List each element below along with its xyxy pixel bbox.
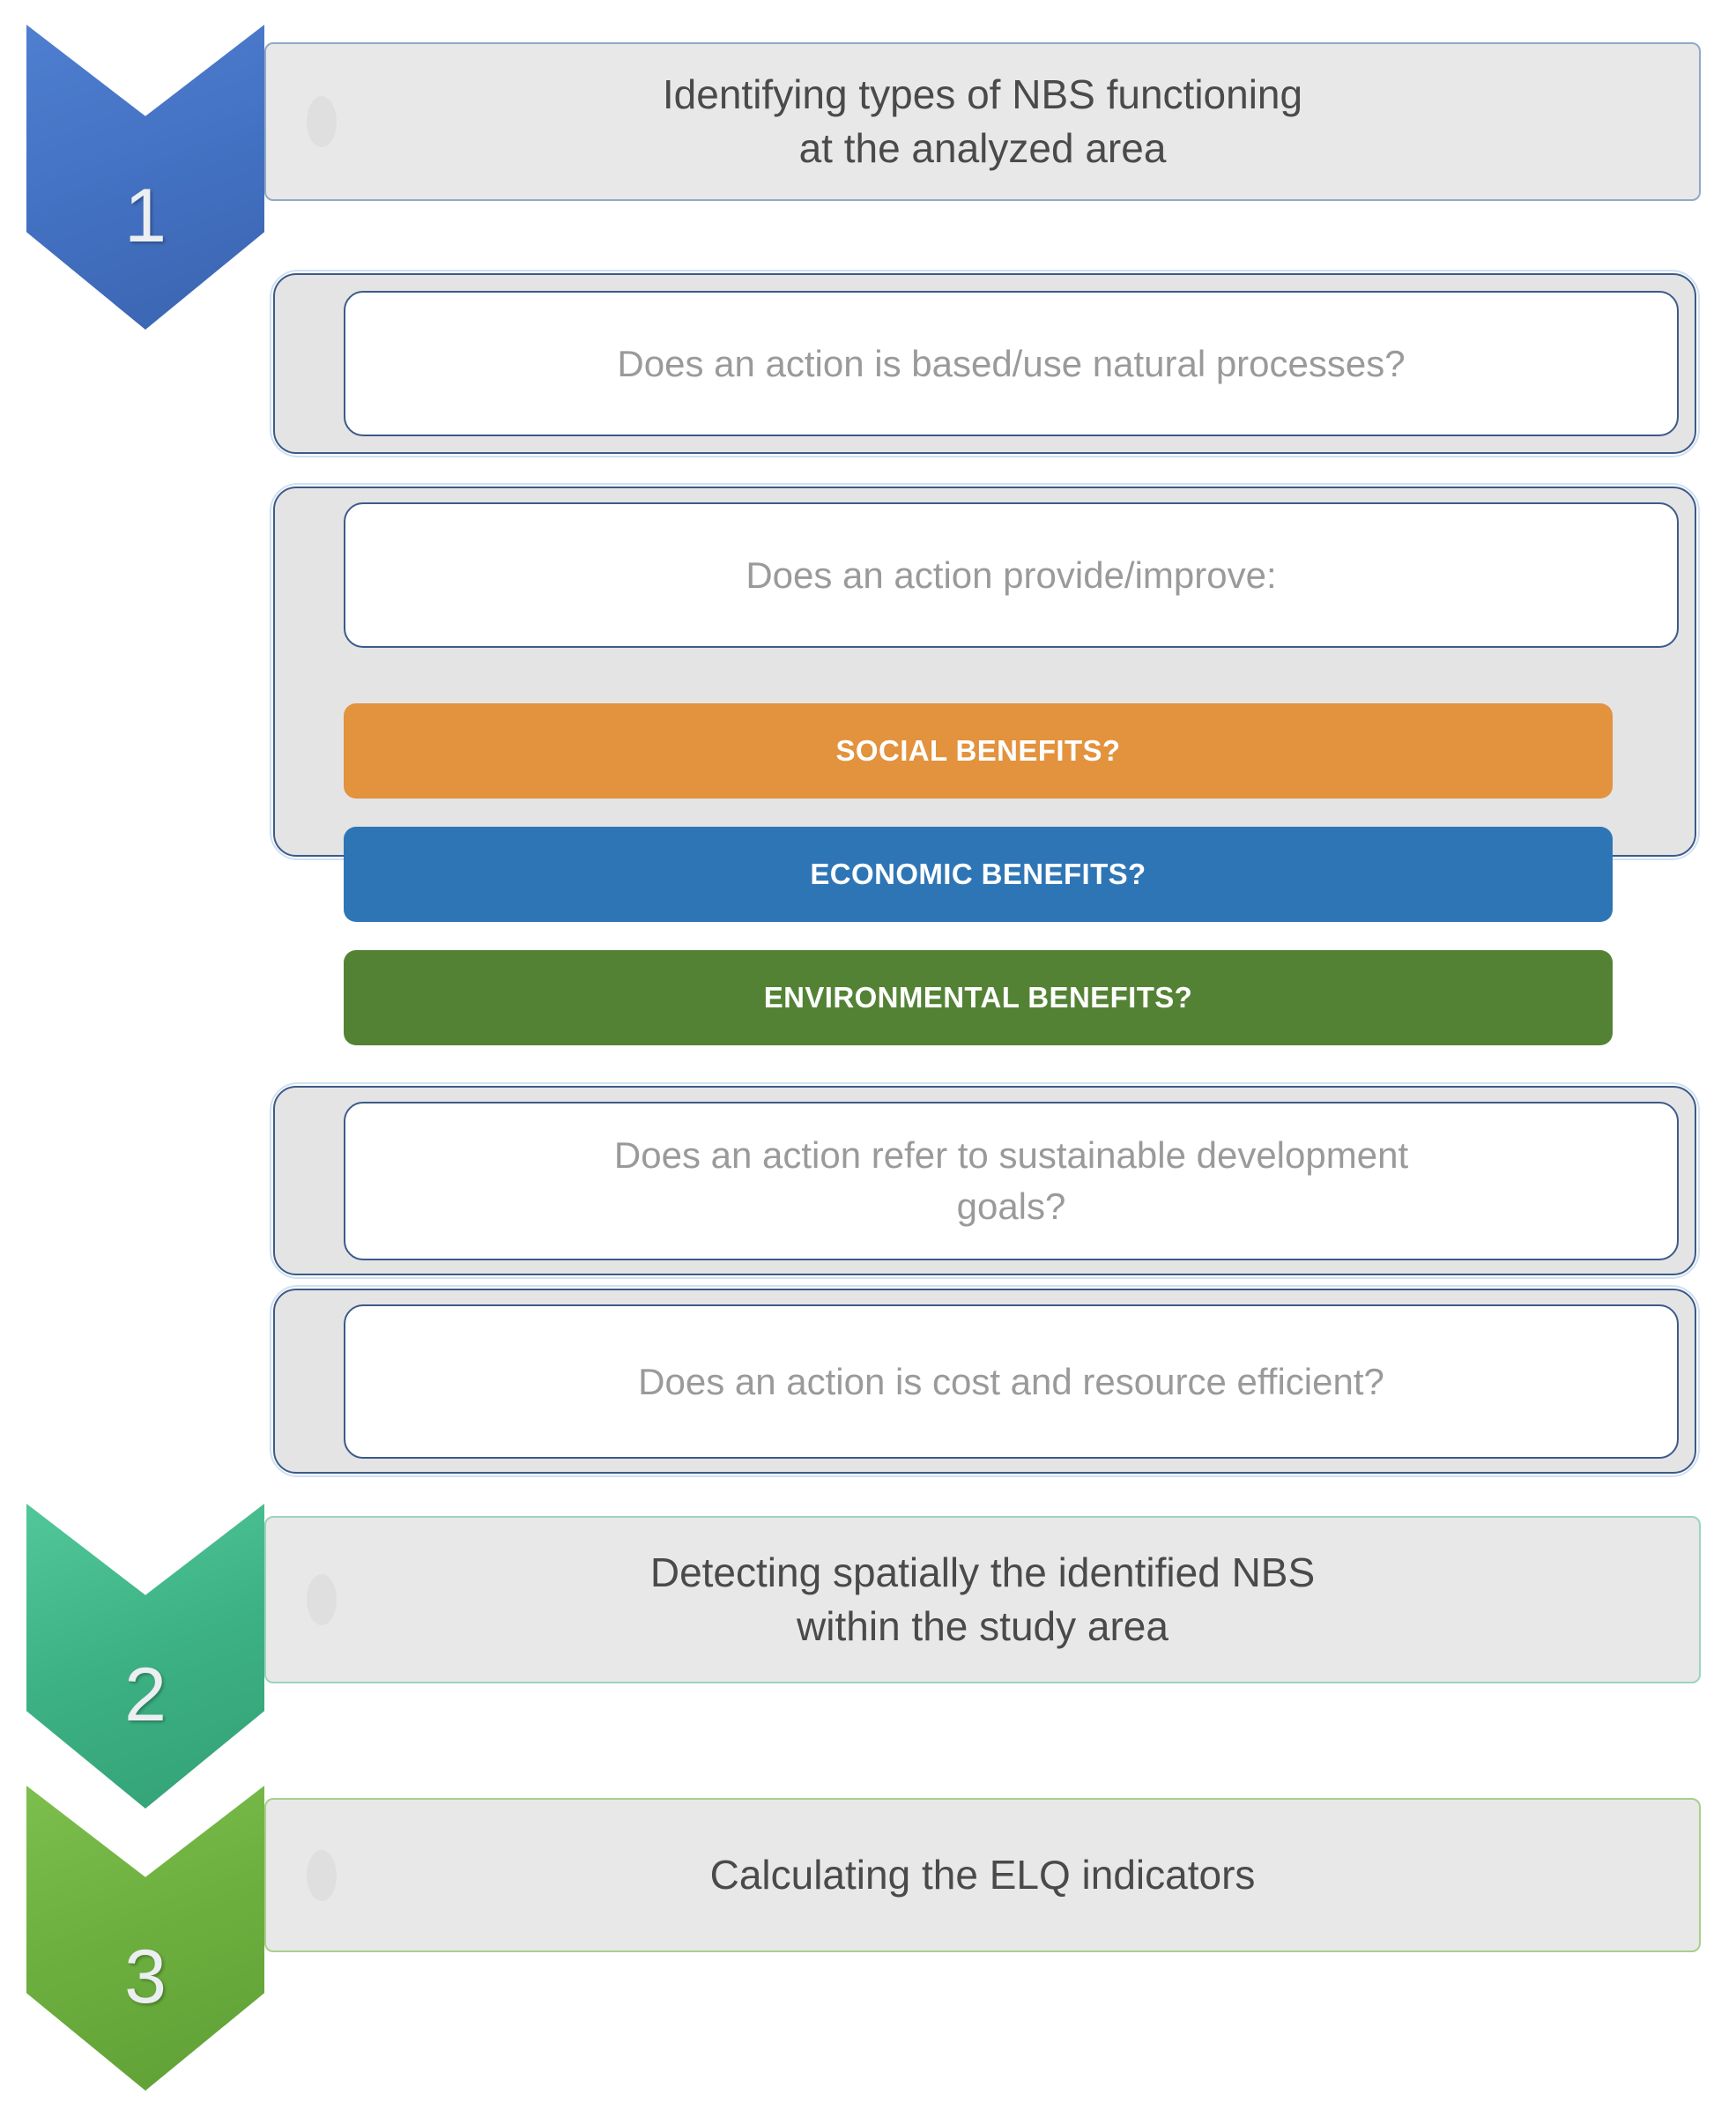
question-group-1: Does an action is based/use natural proc… — [270, 270, 1700, 457]
question-4-text: Does an action is cost and resource effi… — [638, 1360, 1384, 1402]
step-2-banner: Detecting spatially the identified NBS w… — [264, 1516, 1701, 1683]
banner-ellipse-decoration — [307, 96, 337, 147]
step-1-chevron-down-icon: 1 — [26, 25, 264, 330]
step-2-chevron-down-icon: 2 — [26, 1504, 264, 1809]
question-1-text: Does an action is based/use natural proc… — [617, 342, 1406, 384]
question-2-text: Does an action provide/improve: — [746, 554, 1277, 596]
question-group-2: Does an action provide/improve: — [270, 483, 1700, 860]
step-3-number: 3 — [124, 1935, 167, 2019]
question-group-3: Does an action refer to sustainable deve… — [270, 1082, 1700, 1279]
step-1-banner-text: Identifying types of NBS functioning at … — [662, 71, 1303, 171]
question-card-4: Does an action is cost and resource effi… — [344, 1304, 1679, 1459]
question-group-4: Does an action is cost and resource effi… — [270, 1285, 1700, 1477]
step-3-banner-text: Calculating the ELQ indicators — [709, 1852, 1256, 1898]
step-1-banner: Identifying types of NBS functioning at … — [264, 42, 1701, 201]
banner-ellipse-decoration — [307, 1850, 337, 1901]
step-2-banner-text: Detecting spatially the identified NBS w… — [649, 1549, 1316, 1649]
question-card-1: Does an action is based/use natural proc… — [344, 291, 1679, 436]
environmental-benefits-bar[interactable]: ENVIRONMENTAL BENEFITS? — [344, 950, 1613, 1045]
environmental-benefits-label: ENVIRONMENTAL BENEFITS? — [763, 981, 1193, 1014]
social-benefits-bar[interactable]: SOCIAL BENEFITS? — [344, 703, 1613, 799]
question-card-3: Does an action refer to sustainable deve… — [344, 1102, 1679, 1260]
step-3-chevron-down-icon: 3 — [26, 1786, 264, 2091]
economic-benefits-bar[interactable]: ECONOMIC BENEFITS? — [344, 827, 1613, 922]
step-1-number: 1 — [124, 174, 167, 258]
economic-benefits-label: ECONOMIC BENEFITS? — [810, 858, 1146, 890]
step-2-number: 2 — [124, 1653, 167, 1737]
question-card-2: Does an action provide/improve: — [344, 502, 1679, 648]
question-3-text: Does an action refer to sustainable deve… — [613, 1134, 1409, 1227]
banner-ellipse-decoration — [307, 1574, 337, 1625]
step-3-banner: Calculating the ELQ indicators — [264, 1798, 1701, 1952]
social-benefits-label: SOCIAL BENEFITS? — [835, 734, 1121, 767]
